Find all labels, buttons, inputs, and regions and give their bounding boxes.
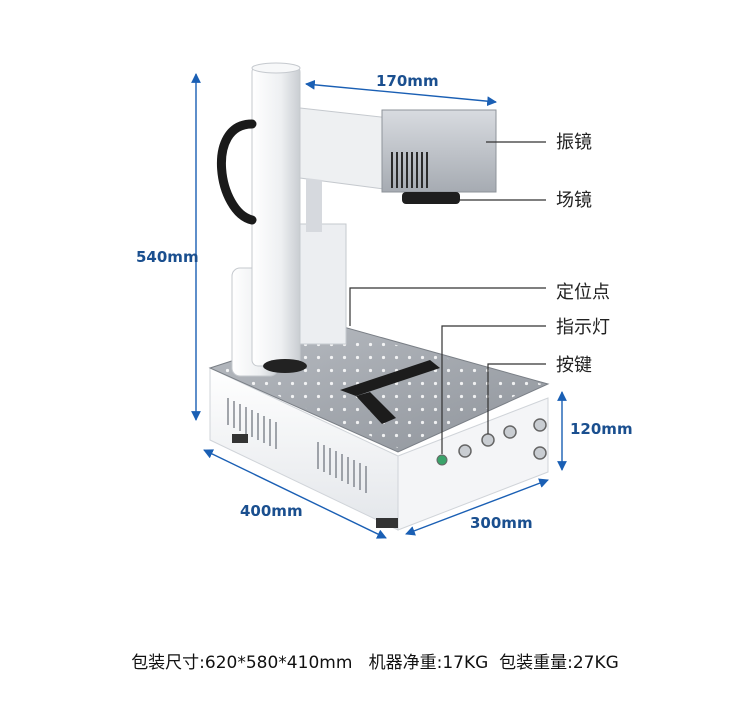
control-buttons[interactable]: [458, 418, 547, 460]
fiber-cable: [217, 119, 257, 225]
column: [251, 65, 301, 367]
callout-line-positioning: [349, 287, 546, 326]
indicator-light: [436, 454, 448, 466]
package-size: 包装尺寸:620*580*410mm: [131, 653, 353, 673]
callout-field-lens: 场镜: [556, 190, 592, 211]
dim-line-base-width: [405, 478, 549, 536]
spec-footer: 包装尺寸:620*580*410mm 机器净重:17KG 包装重量:27KG: [0, 648, 750, 673]
dim-label-base-height: 120mm: [570, 420, 633, 438]
galvo-head: [381, 109, 497, 193]
gross-weight: 包装重量:27KG: [499, 653, 619, 673]
column-collar: [263, 359, 307, 373]
column-cap: [251, 62, 301, 74]
base-foot: [376, 518, 398, 528]
lift-carriage: [295, 223, 347, 345]
positioning-jig: [340, 360, 440, 396]
dim-label-arm-width: 170mm: [376, 72, 439, 90]
positioning-jig: [356, 392, 396, 424]
callout-positioning-point: 定位点: [556, 282, 610, 303]
callout-line-buttons: [487, 363, 546, 434]
dim-label-total-height: 540mm: [136, 248, 199, 266]
callout-galvo: 振镜: [556, 132, 592, 153]
dim-line-width-top: [305, 79, 497, 107]
dim-line-base-depth: [203, 449, 387, 539]
base-foot: [232, 434, 248, 443]
dim-label-base-depth: 400mm: [240, 502, 303, 520]
net-weight: 机器净重:17KG: [368, 653, 489, 673]
field-lens: [402, 192, 460, 204]
dim-label-base-width: 300mm: [470, 514, 533, 532]
galvo-vents: [391, 152, 428, 188]
arm: [299, 107, 393, 191]
callout-indicator-light: 指示灯: [556, 317, 610, 338]
callout-buttons: 按键: [556, 355, 592, 376]
callout-line-indicator: [441, 325, 546, 454]
arm-bracket: [306, 178, 322, 232]
